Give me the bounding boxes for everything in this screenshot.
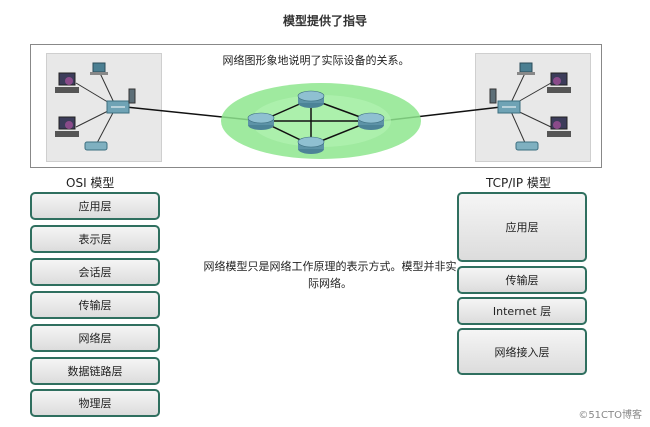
tcpip-layer-transport: 传输层 [457, 266, 587, 294]
osi-layer-transport: 传输层 [30, 291, 160, 319]
router-icon-west [247, 112, 275, 130]
diagram-title: 模型提供了指导 [282, 14, 367, 28]
pc-icon-right-top [547, 72, 571, 93]
phone-icon-right [515, 141, 539, 151]
osi-layer-data-link: 数据链路层 [30, 357, 160, 385]
pc-tower-icon-right [489, 88, 497, 104]
switch-icon-left [106, 100, 130, 114]
pc-icon-right-bottom [547, 116, 571, 137]
osi-model-title: OSI 模型 [66, 176, 115, 190]
router-icon-east [357, 112, 385, 130]
osi-layer-presentation: 表示层 [30, 225, 160, 253]
tcpip-model-title: TCP/IP 模型 [486, 176, 551, 190]
model-note: 网络模型只是网络工作原理的表示方式。模型并非实际网络。 [203, 260, 457, 290]
pc-icon-left-top [55, 72, 79, 93]
pc-icon-left-bottom [55, 116, 79, 137]
tcpip-layer-network-access: 网络接入层 [457, 328, 587, 375]
router-icon-north [297, 90, 325, 108]
router-icon-south [297, 136, 325, 154]
laptop-icon-left [90, 62, 108, 75]
osi-layer-application: 应用层 [30, 192, 160, 220]
osi-layer-network: 网络层 [30, 324, 160, 352]
switch-icon-right [497, 100, 521, 114]
pc-tower-icon-left [128, 88, 136, 104]
osi-layer-session: 会话层 [30, 258, 160, 286]
tcpip-layer-application: 应用层 [457, 192, 587, 262]
phone-icon-left [84, 141, 108, 151]
laptop-icon-right [517, 62, 535, 75]
network-diagram: 网络图形象地说明了实际设备的关系。 [30, 44, 602, 168]
tcpip-layer-internet: Internet 层 [457, 297, 587, 325]
network-caption: 网络图形象地说明了实际设备的关系。 [222, 54, 410, 67]
network-graphic [55, 62, 571, 159]
osi-layer-physical: 物理层 [30, 389, 160, 417]
watermark: ©51CTO博客 [578, 410, 642, 421]
